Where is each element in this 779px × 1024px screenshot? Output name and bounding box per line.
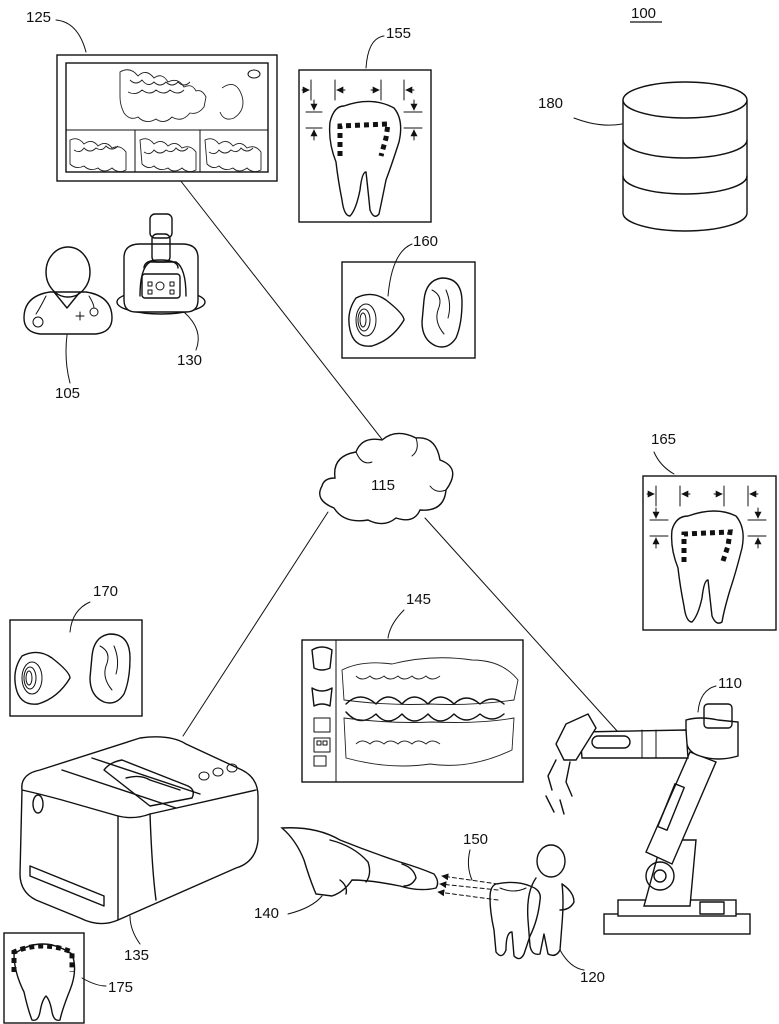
svg-text:175: 175 xyxy=(108,979,133,996)
intraoral-scanner xyxy=(282,828,438,896)
label-135: 135 xyxy=(124,916,149,964)
tooth-crowns-left xyxy=(10,620,142,716)
label-175: 175 xyxy=(82,978,133,996)
scan-beams xyxy=(438,876,498,900)
label-150: 150 xyxy=(463,831,488,880)
label-130: 130 xyxy=(177,312,202,369)
svg-text:165: 165 xyxy=(651,431,676,448)
label-155: 155 xyxy=(366,25,411,68)
tooth-crowns-top xyxy=(342,262,475,358)
tooth-measure-top xyxy=(299,70,431,222)
teeth-screen xyxy=(302,640,523,782)
svg-text:115: 115 xyxy=(371,477,395,494)
patient xyxy=(490,845,574,959)
svg-text:130: 130 xyxy=(177,352,202,369)
label-125: 125 xyxy=(26,9,86,52)
svg-text:170: 170 xyxy=(93,583,118,600)
label-120: 120 xyxy=(560,950,605,986)
svg-text:145: 145 xyxy=(406,591,431,608)
database xyxy=(623,82,747,231)
svg-text:160: 160 xyxy=(413,233,438,250)
robot-arm xyxy=(546,704,750,934)
monitor xyxy=(57,55,277,181)
label-165: 165 xyxy=(651,431,676,474)
svg-text:135: 135 xyxy=(124,947,149,964)
svg-text:140: 140 xyxy=(254,905,279,922)
label-105: 105 xyxy=(55,335,80,402)
label-140: 140 xyxy=(254,896,322,922)
svg-text:125: 125 xyxy=(26,9,51,26)
doctor xyxy=(24,247,112,334)
label-145: 145 xyxy=(388,591,431,638)
milling-machine xyxy=(20,737,258,924)
label-180: 180 xyxy=(538,95,622,125)
svg-text:150: 150 xyxy=(463,831,488,848)
tooth-measure-right xyxy=(643,476,776,630)
label-115: 115 xyxy=(371,477,395,494)
tooth-prep xyxy=(4,933,84,1023)
svg-text:110: 110 xyxy=(718,675,742,692)
figure-number: 100 xyxy=(630,5,662,22)
svg-text:105: 105 xyxy=(55,385,80,402)
controller xyxy=(117,214,205,314)
svg-text:120: 120 xyxy=(580,969,605,986)
svg-text:180: 180 xyxy=(538,95,563,112)
svg-text:100: 100 xyxy=(631,5,656,22)
svg-text:155: 155 xyxy=(386,25,411,42)
